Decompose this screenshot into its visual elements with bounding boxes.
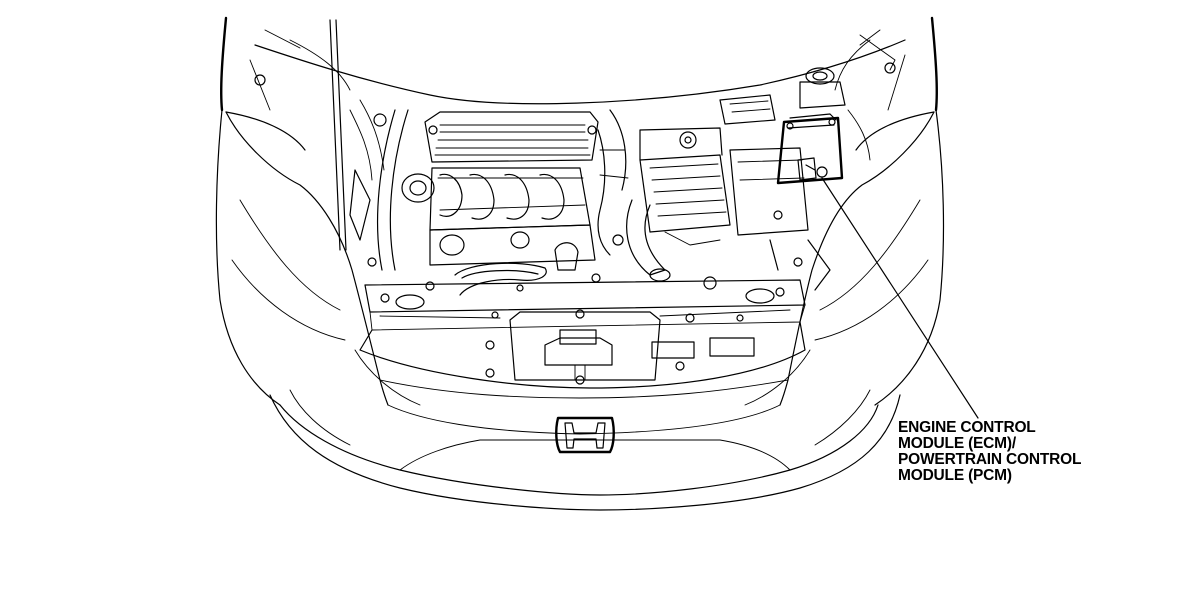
callout-leader-line (821, 177, 979, 419)
ecm-pcm-label: ENGINE CONTROL MODULE (ECM)/ POWERTRAIN … (898, 420, 1168, 484)
engine (349, 99, 629, 296)
ecm-pcm-module (776, 113, 844, 185)
callout-line-1: ENGINE CONTROL (898, 419, 1036, 436)
battery (719, 94, 831, 291)
callout-line-4: MODULE (PCM) (898, 467, 1012, 484)
callout-line-2: MODULE (ECM)/ (898, 435, 1016, 452)
open-hood (220, 16, 938, 251)
callout-line-3: POWERTRAIN CONTROL (898, 451, 1082, 468)
radiator-support (359, 257, 806, 389)
air-cleaner (626, 127, 731, 290)
front-body (215, 109, 945, 511)
coolant-reservoir (799, 67, 871, 161)
honda-emblem-icon (555, 416, 615, 454)
